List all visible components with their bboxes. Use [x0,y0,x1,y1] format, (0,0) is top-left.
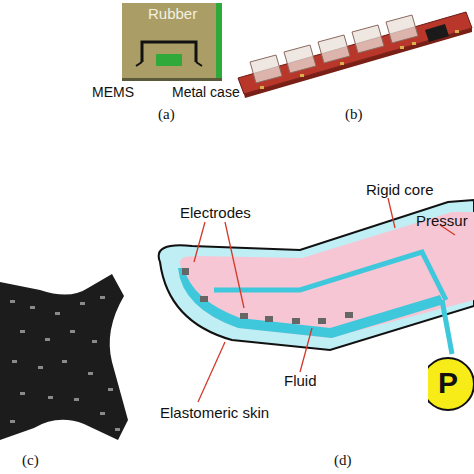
part-label: Metal case [172,84,240,101]
part-label: MEMS [92,84,134,101]
part-label: Pressur [416,212,468,229]
node-text: Rubber [148,5,197,22]
part-label: (a) [158,106,175,123]
part-label: (b) [345,106,363,123]
part-label: Elastomeric skin [160,404,269,421]
flex-pcb [0,274,128,440]
part-label: Fluid [284,372,317,389]
part-label: (c) [22,452,39,469]
pcb-strip [238,12,472,98]
part-label: Rigid core [366,181,434,198]
part-label: (d) [334,452,352,469]
rubber-block: Rubber [122,3,222,81]
part-label: Electrodes [180,204,251,221]
pressure-sensor-circle: P [428,356,474,412]
node-text: P [428,366,468,400]
finger-section [159,198,474,402]
